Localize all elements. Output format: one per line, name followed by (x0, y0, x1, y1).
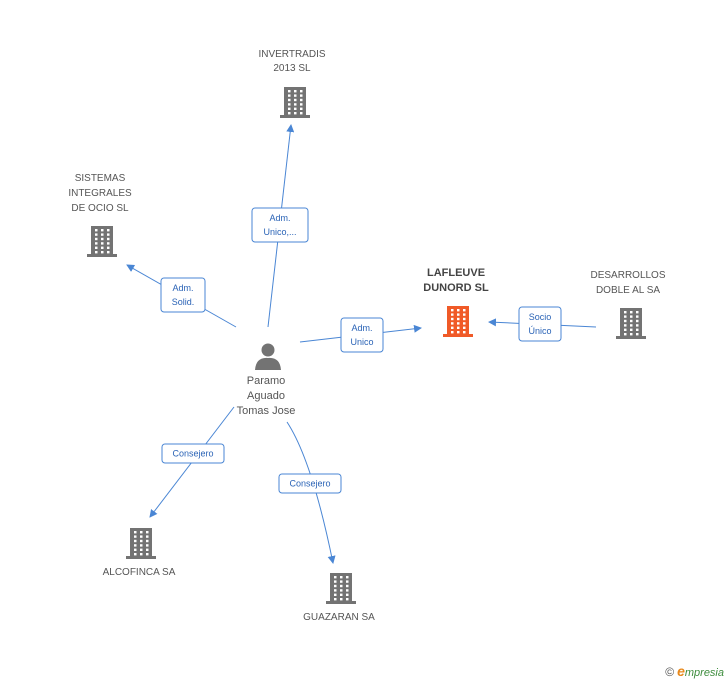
edge-label-text: Socio (529, 312, 552, 322)
company-name-line: LAFLEUVE (427, 267, 485, 279)
edge-label-text: Consejero (289, 479, 330, 489)
building-icon (616, 308, 646, 339)
edge-label-text: Unico (350, 337, 373, 347)
brand-watermark: ©empresia (665, 663, 724, 679)
edge-label-text: Único (528, 326, 551, 336)
company-name-line: DESARROLLOS (590, 270, 665, 281)
nodes-layer: INVERTRADIS 2013 SL SISTEMAS INTEGRALES DE O… (68, 49, 666, 623)
edge-label-box[interactable] (251, 207, 309, 243)
company-node-invertradis[interactable]: INVERTRADIS 2013 SL (258, 49, 326, 118)
company-name-line: 2013 SL (273, 63, 311, 74)
edge-label-text: Unico,... (263, 227, 296, 237)
edge-sistemas[interactable]: Adm. Solid. (126, 264, 237, 328)
copyright-symbol: © (665, 665, 675, 679)
person-name-line: Tomas Jose (237, 405, 296, 417)
brand-initial: e (677, 663, 685, 679)
edge-label-box[interactable] (161, 443, 225, 464)
edge-guazaran[interactable]: Consejero (278, 421, 342, 564)
edge-label-text: Solid. (172, 297, 195, 307)
edge-alcofinca[interactable]: Consejero (149, 406, 235, 518)
company-node-guazaran[interactable]: GUAZARAN SA (303, 573, 375, 623)
building-icon (280, 87, 310, 118)
company-node-desarrollos[interactable]: DESARROLLOS DOBLE AL SA (590, 270, 666, 339)
company-name-line: DE OCIO SL (71, 203, 129, 214)
brand-name: mpresia (684, 667, 724, 679)
company-node-lafleuve[interactable]: LAFLEUVE DUNORD SL (423, 267, 489, 337)
building-icon (326, 573, 356, 604)
company-name-line: INVERTRADIS (258, 49, 325, 60)
edge-lafleuve[interactable]: Adm. Unico (299, 317, 422, 353)
edge-label-text: Consejero (172, 449, 213, 459)
company-node-alcofinca[interactable]: ALCOFINCA SA (103, 528, 176, 578)
person-name-line: Aguado (247, 390, 285, 402)
building-icon (126, 528, 156, 559)
person-icon (255, 343, 281, 370)
company-name-line: ALCOFINCA SA (103, 567, 176, 578)
edge-label-text: Adm. (172, 283, 193, 293)
company-node-sistemas[interactable]: SISTEMAS INTEGRALES DE OCIO SL (68, 173, 132, 257)
company-name-line: DUNORD SL (423, 282, 489, 294)
edge-label-text: Adm. (269, 213, 290, 223)
building-icon (443, 306, 473, 337)
person-name-line: Paramo (247, 375, 286, 387)
company-name-line: INTEGRALES (68, 188, 132, 199)
building-icon (87, 226, 117, 257)
edges-layer: Adm. Unico,... Adm. Solid. Adm. Unico SocioÚni… (126, 124, 597, 564)
edge-invertradis[interactable]: Adm. Unico,... (251, 124, 309, 328)
company-name-line: DOBLE AL SA (596, 285, 660, 296)
edge-label-box[interactable] (160, 277, 206, 313)
edge-label-text: Adm. (351, 323, 372, 333)
edge-label-box[interactable] (518, 306, 562, 342)
edge-label-box[interactable] (278, 473, 342, 494)
company-name-line: GUAZARAN SA (303, 612, 375, 623)
company-name-line: SISTEMAS (75, 173, 126, 184)
edge-label-box[interactable] (340, 317, 384, 353)
